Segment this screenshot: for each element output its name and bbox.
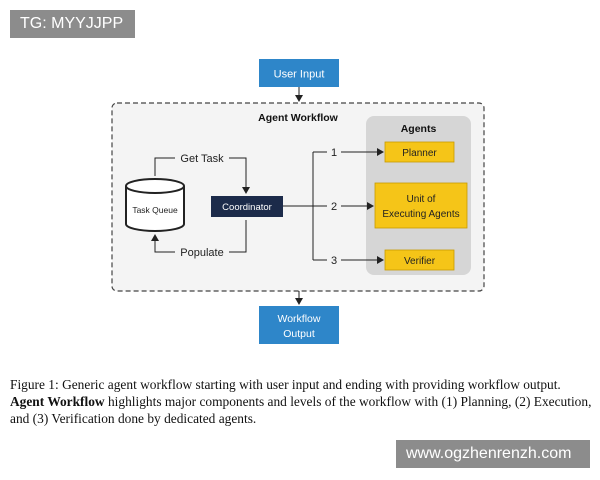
workflow-output-box bbox=[259, 306, 339, 344]
executing-agents-label-line2: Executing Agents bbox=[382, 209, 459, 220]
agents-title: Agents bbox=[401, 123, 437, 135]
executing-agents-box bbox=[374, 182, 468, 229]
workflow-output-label-line2: Output bbox=[283, 328, 315, 340]
caption-bold-term: Agent Workflow bbox=[10, 394, 105, 409]
branch-3-label: 3 bbox=[331, 255, 337, 267]
watermark-top: TG: MYYJJPP bbox=[10, 10, 135, 38]
verifier-box bbox=[384, 249, 455, 271]
coordinator-label: Coordinator bbox=[222, 202, 272, 213]
get-task-label: Get Task bbox=[180, 153, 224, 165]
planner-label: Planner bbox=[402, 148, 437, 159]
workflow-output-label-line1: Workflow bbox=[278, 313, 321, 325]
verifier-label: Verifier bbox=[404, 256, 436, 267]
figure-caption: Figure 1: Generic agent workflow startin… bbox=[10, 376, 594, 427]
coordinator-box bbox=[211, 196, 283, 217]
executing-agents-label-line1: Unit of bbox=[407, 194, 436, 205]
watermark-bottom: www.ogzhenrenzh.com bbox=[396, 440, 590, 468]
task-queue-label: Task Queue bbox=[132, 205, 178, 215]
planner-box bbox=[384, 141, 455, 163]
user-input-label: User Input bbox=[274, 69, 325, 81]
agent-workflow-title: Agent Workflow bbox=[258, 112, 339, 124]
caption-rest: highlights major components and levels o… bbox=[10, 394, 592, 426]
agent-workflow-diagram: User Input Agent Workflow Agents Planner… bbox=[111, 59, 485, 344]
caption-body: Agent Workflow highlights major componen… bbox=[10, 393, 594, 427]
caption-line-1: Figure 1: Generic agent workflow startin… bbox=[10, 377, 561, 392]
branch-1-label: 1 bbox=[331, 147, 337, 159]
populate-label: Populate bbox=[180, 247, 223, 259]
user-input-box bbox=[259, 59, 339, 87]
task-queue-cylinder bbox=[125, 178, 185, 232]
branch-2-label: 2 bbox=[331, 201, 337, 213]
